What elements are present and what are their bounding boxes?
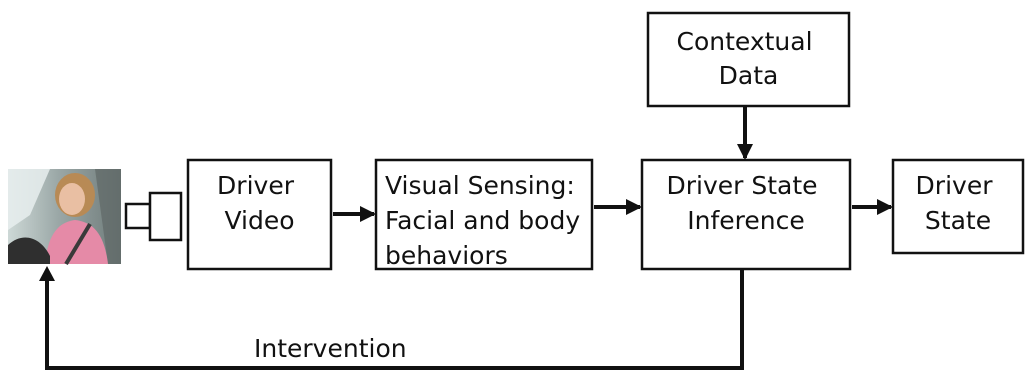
driver-state-line-1: Driver bbox=[916, 171, 994, 200]
contextual-data-line-2: Data bbox=[719, 61, 779, 90]
visual-sensing-line-1: Visual Sensing: bbox=[385, 171, 575, 200]
svg-text:Driver State: Driver State bbox=[916, 171, 1001, 235]
visual-sensing-line-3: behaviors bbox=[385, 241, 508, 270]
driver-state-inference-line-1: Driver State bbox=[666, 171, 817, 200]
arrows bbox=[39, 106, 893, 370]
svg-text:Visual Sensing: Facial a: Visual Sensing: Facial and body behavior… bbox=[385, 171, 588, 270]
arrow-intervention-head bbox=[39, 266, 55, 281]
driver-video-box: Driver Video bbox=[186, 158, 333, 271]
driver-state-inference-line-2: Inference bbox=[687, 206, 804, 235]
contextual-data-line-1: Contextual bbox=[676, 27, 812, 56]
driver-photo bbox=[8, 169, 121, 266]
camera-icon bbox=[124, 191, 183, 242]
intervention-label: Intervention bbox=[254, 334, 407, 363]
svg-text:Driver Video: Driver Video bbox=[217, 171, 302, 235]
driver-video-line-2: Video bbox=[224, 206, 294, 235]
contextual-data-box: Contextual Data bbox=[646, 11, 851, 108]
driver-state-box: Driver State bbox=[891, 158, 1025, 255]
svg-text:Contextual Data: Contextual Data bbox=[676, 27, 820, 90]
visual-sensing-box: Visual Sensing: Facial and body behavior… bbox=[374, 158, 594, 271]
visual-sensing-line-2: Facial and body bbox=[385, 206, 580, 235]
arrow-intervention-feedback bbox=[45, 269, 744, 370]
svg-text:Driver State Inference: Driver State Inference bbox=[666, 171, 825, 235]
driver-video-line-1: Driver bbox=[217, 171, 295, 200]
driver-state-line-2: State bbox=[925, 206, 991, 235]
driver-state-inference-box: Driver State Inference bbox=[640, 158, 852, 271]
